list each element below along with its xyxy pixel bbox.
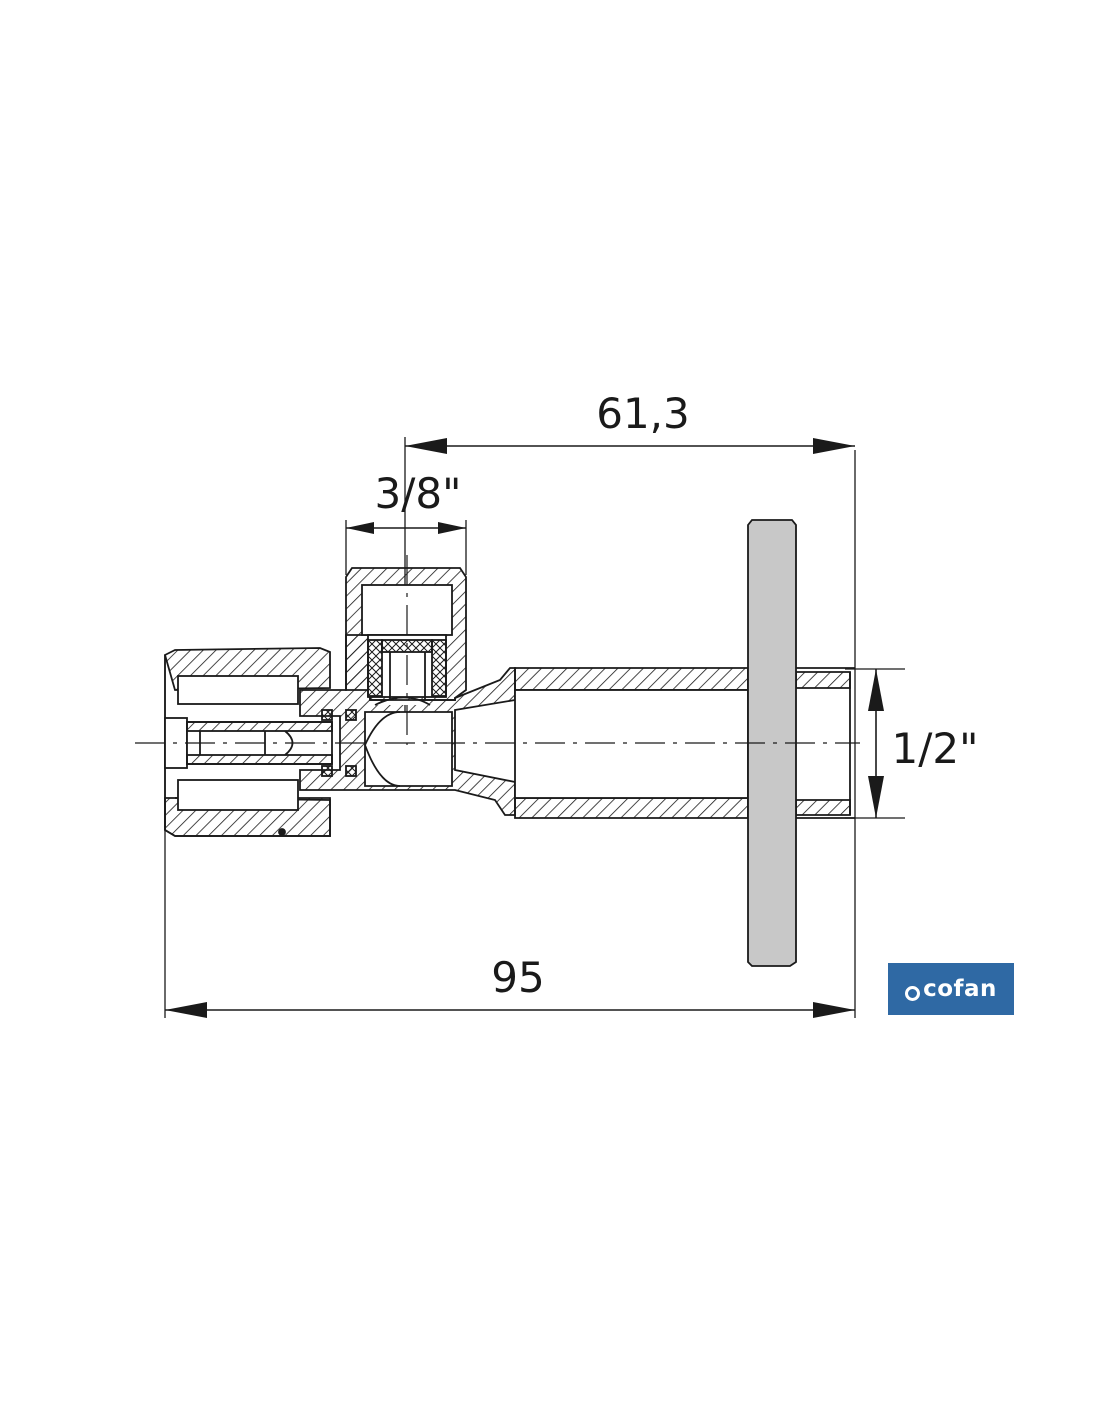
valve-inlet-connector [345,567,467,701]
valve-outlet-pipe [514,667,855,819]
valve-flange [747,519,797,967]
centerlines [135,555,860,745]
arrowhead [346,522,374,534]
logo-mark-icon [905,985,921,1001]
valve-body [163,519,855,967]
arrowhead [405,438,447,454]
dimension-inlet: 3/8" [345,469,467,575]
arrowhead [813,1002,855,1018]
dimension-label-top: 61,3 [596,389,690,438]
dimension-outlet: 1/2" [845,668,979,819]
dimension-label-inlet: 3/8" [375,469,462,518]
brand-name: cofan [923,976,997,1002]
dimension-label-outlet: 1/2" [892,724,979,773]
dimension-top-length: 61,3 [404,389,856,1018]
arrowhead [868,776,884,818]
valve-handle [163,647,331,837]
cofan-logo: cofan [888,963,1014,1015]
arrowhead [868,669,884,711]
arrowhead [813,438,855,454]
arrowhead [165,1002,207,1018]
dimension-label-total: 95 [491,953,544,1002]
dimension-total-length: 95 [164,655,855,1018]
arrowhead [438,522,466,534]
